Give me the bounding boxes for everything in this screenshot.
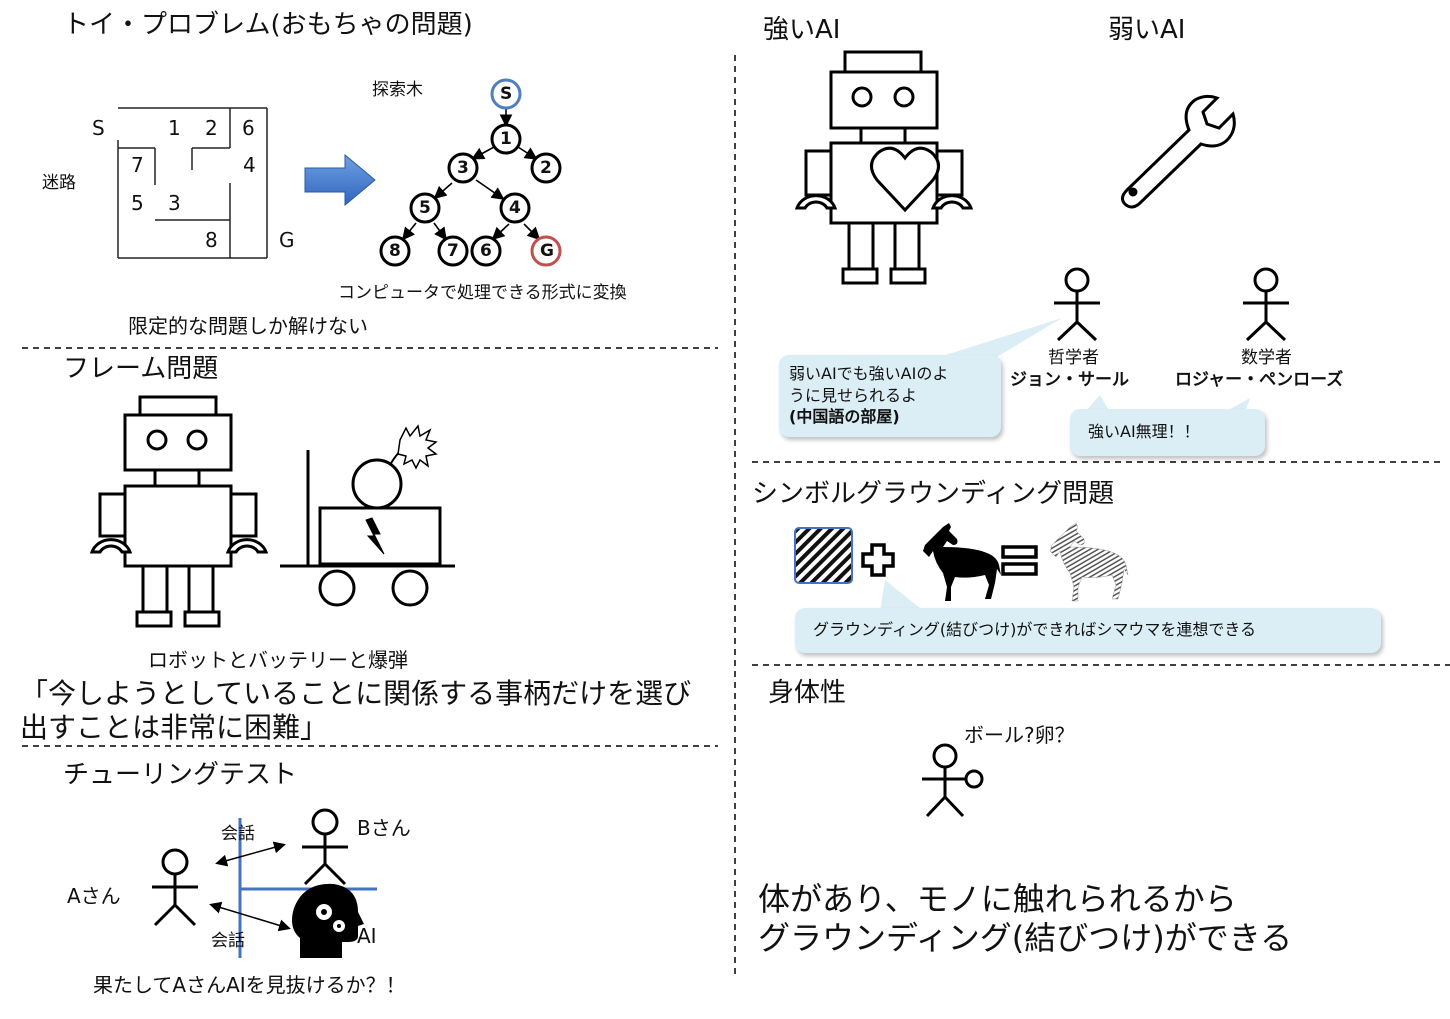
weak-ai-title: 弱いAI: [1108, 15, 1186, 45]
search-tree-edges: [402, 109, 541, 241]
person-a-label: Aさん: [67, 884, 121, 908]
tree-node-4: [499, 192, 531, 224]
frame-quote-line-2: 出すことは非常に困難」: [20, 711, 329, 744]
tree-node-2: [530, 152, 562, 184]
tree-node-label-7: 7: [447, 241, 459, 261]
philosopher-role: 哲学者: [1048, 348, 1099, 368]
wrench-icon: [1120, 94, 1236, 209]
mathematician-name: ロジャー・ペンローズ: [1175, 370, 1344, 390]
tree-node-7: [437, 235, 469, 267]
symbol-speech-bubble: グラウンディング(結びつけ)ができればシマウマを連想できる: [795, 608, 1381, 653]
talk-label-top: 会話: [221, 824, 255, 844]
maze-cell-3: 3: [168, 191, 181, 215]
searle-figure-icon: [1054, 267, 1100, 342]
ball-icon: [964, 769, 984, 789]
tree-node-label-3: 3: [457, 158, 469, 178]
ai-head-gears-icon: [292, 883, 364, 958]
turing-arrows: [209, 841, 291, 932]
tree-node-label-6: 6: [480, 241, 492, 261]
tree-label: 探索木: [372, 80, 423, 100]
robot-frame-icon: [89, 395, 269, 628]
wagon-battery-bomb-icon: [280, 424, 455, 607]
limit-caption: 限定的な問題しか解けない: [128, 314, 368, 338]
turing-question: 果たしてAさんAIを見抜けるか？！: [93, 973, 406, 997]
philosopher-name: ジョン・サール: [1010, 370, 1129, 390]
plus-icon: [861, 543, 895, 577]
frame-problem-title: フレーム問題: [63, 354, 219, 384]
searle-bubble-line-1: 弱いAIでも強いAIのよ: [789, 364, 949, 383]
person-b-icon: [302, 808, 348, 886]
tree-node-s: [490, 78, 522, 110]
searle-bubble-line-3: (中国語の部屋): [789, 407, 900, 427]
zebra-icon: [1049, 522, 1129, 602]
tree-node-g: [530, 235, 562, 267]
strong-ai-title: 強いAI: [763, 15, 841, 45]
tree-node-5: [409, 192, 441, 224]
ai-label: AI: [357, 924, 377, 948]
penrose-figure-icon: [1243, 267, 1289, 342]
person-b-label: Bさん: [357, 816, 411, 840]
tree-node-1: [490, 123, 522, 155]
mathematician-role: 数学者: [1241, 348, 1292, 368]
search-tree-nodes: [379, 78, 562, 267]
maze-cell-7: 7: [131, 153, 144, 177]
tree-node-3: [447, 152, 479, 184]
maze-cell-s: S: [92, 116, 105, 140]
tree-node-label-4: 4: [509, 198, 521, 218]
horse-icon: [923, 523, 1001, 601]
tree-node-label-5: 5: [419, 198, 431, 218]
symbol-grounding-title: シンボルグラウンディング問題: [752, 479, 1115, 509]
maze-label: 迷路: [42, 173, 76, 193]
section-dividers: [22, 55, 1450, 975]
maze-cell-2: 2: [205, 116, 218, 140]
tree-node-label-2: 2: [540, 158, 552, 178]
convert-caption: コンピュータで処理できる形式に変換: [338, 283, 627, 303]
penrose-bubble-text: 強いAI無理！！: [1088, 422, 1200, 441]
maze: [117, 107, 268, 259]
equals-icon: [1001, 545, 1038, 576]
maze-cell-g: G: [279, 228, 295, 252]
tree-node-label-8: 8: [389, 241, 401, 261]
maze-cell-5: 5: [131, 191, 144, 215]
searle-bubble-line-2: うに見せられるよ: [789, 385, 918, 405]
searle-speech-bubble: 弱いAIでも強いAIのよ うに見せられるよ (中国語の部屋): [779, 355, 1001, 437]
tree-node-label-1: 1: [500, 129, 512, 149]
penrose-speech-bubble: 強いAI無理！！: [1070, 409, 1265, 456]
toy-problem-title: トイ・プロブレム(おもちゃの問題): [63, 10, 473, 40]
talk-label-bottom: 会話: [211, 931, 245, 951]
stripes-square-icon: [794, 527, 853, 584]
embodiment-title: 身体性: [768, 678, 847, 708]
embodiment-conclusion-line-1: 体があり、モノに触れられるから: [758, 880, 1237, 918]
searle-bubble-tail: [930, 318, 1062, 364]
robot-strong-ai-icon: [794, 50, 974, 285]
turing-lines: [238, 818, 377, 958]
embodiment-conclusion-line-2: グラウンディング(結びつけ)ができる: [758, 919, 1293, 957]
person-a-icon: [152, 848, 198, 927]
turing-test-title: チューリングテスト: [63, 760, 298, 790]
frame-caption: ロボットとバッテリーと爆弾: [148, 648, 408, 672]
person-ball-icon: [922, 743, 984, 818]
convert-arrow-icon: [304, 153, 376, 207]
maze-cell-1: 1: [168, 116, 181, 140]
maze-cell-8: 8: [205, 228, 218, 252]
ball-egg-question: ボール?卵？: [964, 723, 1075, 747]
maze-cell-4: 4: [243, 153, 256, 177]
tree-node-label-g: G: [540, 241, 554, 261]
symbol-bubble-text: グラウンディング(結びつけ)ができればシマウマを連想できる: [813, 620, 1257, 639]
tree-node-6: [470, 235, 502, 267]
maze-cell-6: 6: [242, 116, 255, 140]
symbol-bubble-tail: [880, 580, 925, 612]
frame-quote-line-1: 「今しようとしていることに関係する事柄だけを選び: [20, 677, 692, 710]
tree-node-label-s: S: [500, 84, 513, 104]
tree-node-8: [379, 235, 411, 267]
